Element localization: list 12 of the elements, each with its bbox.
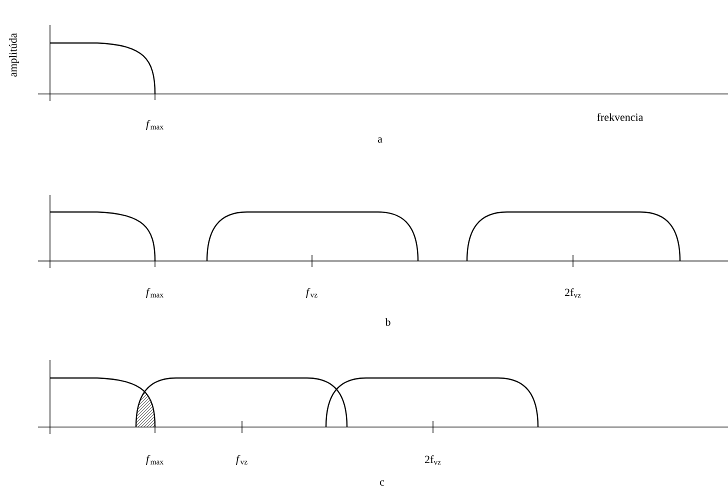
panel-label: a [378, 137, 382, 143]
axis-label: amplitúda [9, 33, 19, 77]
tick-label: f$_{vz}$ [306, 288, 318, 298]
axis-label: frekvencia [597, 113, 644, 121]
tick-label: f$_{vz}$ [236, 454, 248, 466]
tick-label: f$_{max}$ [146, 120, 164, 130]
panel-label: b [385, 318, 390, 326]
tick-label: f$_{max}$ [146, 454, 164, 466]
panel-label: c [380, 480, 384, 486]
tick-label: 2f$_{vz}$ [425, 455, 441, 465]
tick-label: f$_{max}$ [146, 288, 164, 298]
tick-label: 2f$_{vz}$ [565, 288, 581, 298]
